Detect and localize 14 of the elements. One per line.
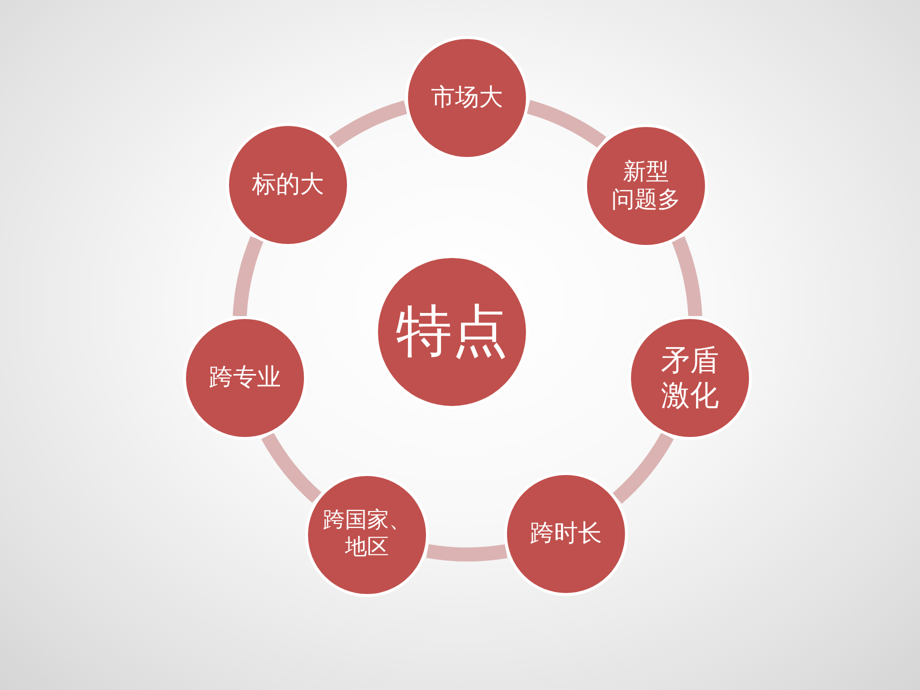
circle-node: 新型问题多 <box>584 124 708 248</box>
connector-arc <box>426 544 508 562</box>
circle-node: 矛盾激化 <box>628 316 752 440</box>
circle-node: 跨国家、地区 <box>305 473 429 597</box>
circle-node: 市场大 <box>405 36 529 160</box>
connector-arc <box>232 236 264 317</box>
connector-arc <box>526 100 606 148</box>
connector-arc <box>261 432 322 503</box>
circle-node: 跨时长 <box>504 472 628 596</box>
connector-arc <box>612 432 674 504</box>
circle-node: 跨专业 <box>183 316 307 440</box>
center-circle: 特点 <box>375 255 529 409</box>
connector-arc <box>671 236 702 317</box>
circle-node: 标的大 <box>226 123 350 247</box>
